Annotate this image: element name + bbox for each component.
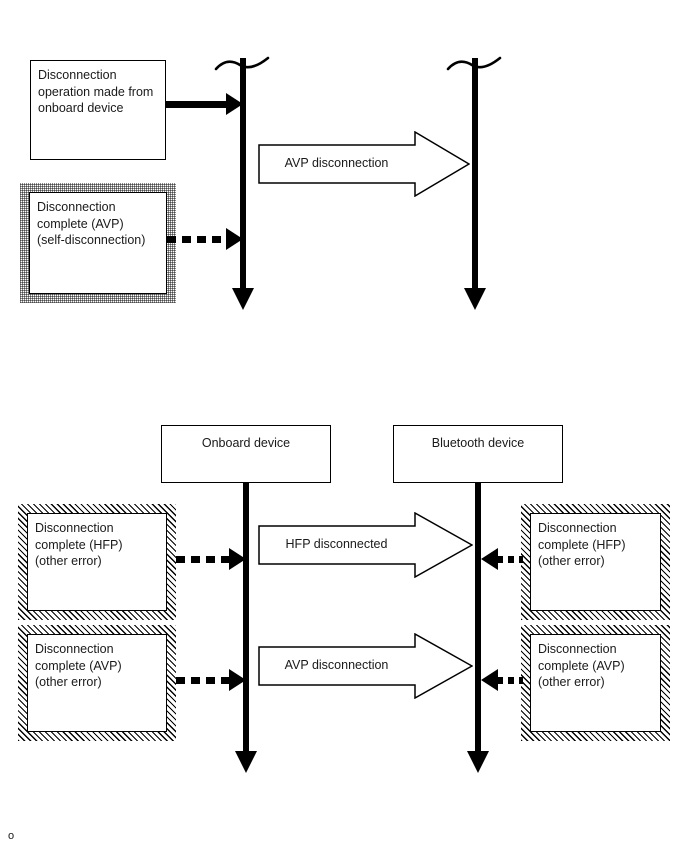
arrow-shaft-disconnection-operation	[166, 101, 229, 108]
lifeline-bottom-bluetooth	[475, 483, 481, 756]
lifeline-top-left	[240, 58, 246, 293]
note-frame-disconnection-complete-avp-self: Disconnection complete (AVP) (self-disco…	[20, 183, 176, 303]
message-hfp-disconnected: HFP disconnected	[258, 512, 473, 578]
actor-onboard-device: Onboard device	[161, 425, 331, 483]
message-avp-disconnection-top: AVP disconnection	[258, 131, 470, 197]
arrow-head-disconnection-complete-avp-self	[226, 228, 243, 250]
actor-label-onboard-device: Onboard device	[201, 436, 291, 450]
note-disconnection-complete-avp-self: Disconnection complete (AVP) (self-disco…	[29, 192, 167, 294]
message-avp-disconnection-bottom: AVP disconnection	[258, 633, 473, 699]
note-frame-avp-left: Disconnection complete (AVP) (other erro…	[18, 625, 176, 741]
note-avp-right: Disconnection complete (AVP) (other erro…	[530, 634, 661, 732]
arrow-shaft-disconnection-complete-avp-self	[167, 236, 229, 243]
lifeline-end-arrow-top-left	[232, 288, 254, 310]
note-frame-hfp-right: Disconnection complete (HFP) (other erro…	[521, 504, 670, 620]
note-frame-avp-right: Disconnection complete (AVP) (other erro…	[521, 625, 670, 741]
arrow-shaft-hfp-left	[176, 556, 232, 563]
arrow-head-disconnection-operation	[226, 93, 243, 115]
note-avp-left: Disconnection complete (AVP) (other erro…	[27, 634, 167, 732]
arrow-shaft-avp-left	[176, 677, 232, 684]
lifeline-end-arrow-bottom-bluetooth	[467, 751, 489, 773]
lifeline-end-arrow-top-right	[464, 288, 486, 310]
note-disconnection-operation: Disconnection operation made from onboar…	[30, 60, 166, 160]
note-hfp-right: Disconnection complete (HFP) (other erro…	[530, 513, 661, 611]
arrow-shaft-hfp-right	[497, 556, 523, 563]
arrow-head-avp-left	[229, 669, 246, 691]
arrow-head-avp-right	[481, 669, 498, 691]
note-frame-hfp-left: Disconnection complete (HFP) (other erro…	[18, 504, 176, 620]
arrow-head-hfp-right	[481, 548, 498, 570]
actor-label-bluetooth-device: Bluetooth device	[431, 436, 525, 450]
arrow-shaft-avp-right	[497, 677, 523, 684]
lifeline-bottom-onboard	[243, 483, 249, 756]
arrow-head-hfp-left	[229, 548, 246, 570]
lifeline-end-arrow-bottom-onboard	[235, 751, 257, 773]
note-hfp-left: Disconnection complete (HFP) (other erro…	[27, 513, 167, 611]
actor-bluetooth-device: Bluetooth device	[393, 425, 563, 483]
lifeline-top-right	[472, 58, 478, 293]
footer-mark: o	[8, 830, 15, 842]
